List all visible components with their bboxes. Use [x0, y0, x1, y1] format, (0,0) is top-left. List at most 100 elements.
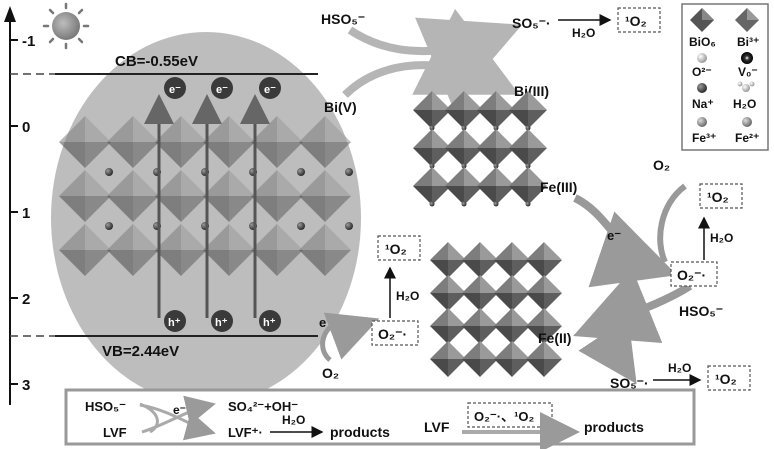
octahedron-facet [462, 326, 480, 344]
octahedron-facet [512, 242, 530, 260]
octahedron-facet [107, 224, 133, 250]
octahedron-facet [494, 242, 512, 260]
excitation-arrows [144, 94, 270, 318]
octahedron-facet [181, 196, 207, 222]
electron-label: e⁻ [169, 84, 181, 96]
octahedron-facet [509, 186, 528, 205]
octahedron-facet [477, 186, 496, 205]
hole-ball [259, 310, 281, 332]
octahedron-facet [509, 167, 528, 186]
octahedron-facet [464, 186, 483, 205]
octahedron-facet [430, 293, 448, 311]
electron-ball [164, 77, 186, 99]
octahedron-facet [133, 250, 159, 276]
octahedron-facet [155, 224, 181, 250]
o2-to-superoxide-arrow [657, 183, 687, 264]
octahedron-facet [509, 129, 528, 148]
octahedron-facet [480, 308, 498, 326]
octahedron-facet [85, 116, 111, 142]
octahedron-facet [325, 250, 351, 276]
electron-label: e⁻ [216, 84, 228, 96]
octahedron-facet [432, 129, 451, 148]
legend-box [681, 3, 769, 151]
o2-to-superoxide-left-arrow [323, 312, 380, 360]
bottom-ros-label: O₂⁻·、¹O₂ [474, 409, 535, 424]
octahedron-facet [277, 170, 303, 196]
bottom-lvf2-label: LVF [424, 419, 450, 435]
octahedron-facet [155, 170, 181, 196]
octahedron-facet [277, 196, 303, 222]
singlet-o2-bottom-label: ¹O₂ [715, 371, 737, 387]
octahedron-facet [512, 326, 530, 344]
octahedron-facet [464, 91, 483, 110]
octahedron-facet [277, 116, 303, 142]
octahedron-facet [477, 167, 496, 186]
bio6-octahedron-facet-icon [702, 8, 714, 20]
bottom-products-label: products [330, 424, 390, 440]
bottom-so4-oh-label: SO₄²⁻+OH⁻ [228, 399, 298, 414]
singlet-o2-left-label: ¹O₂ [385, 241, 407, 257]
bottom-reaction-panel: HSO₅⁻ LVF e⁻ SO₄²⁻+OH⁻ LVF⁺· H₂O product… [64, 388, 696, 449]
h2o-bottom-label: H₂O [668, 361, 691, 375]
octahedron-facet [464, 129, 483, 148]
particle-lattice [59, 116, 353, 276]
oxygen-ion-icon [697, 53, 707, 63]
octahedron-facet [432, 186, 451, 205]
so5-radical-bottom-label: SO₅⁻· [610, 375, 649, 391]
octahedron-facet [544, 359, 562, 377]
octahedron-facet [544, 260, 562, 278]
octahedron-facet [445, 110, 464, 129]
hole-label: h⁺ [215, 317, 228, 329]
octahedron-facet [430, 260, 448, 278]
electrons: e⁻ e⁻ e⁻ [164, 77, 281, 99]
hole-ball [164, 310, 186, 332]
hso5-right-label: HSO₅⁻ [679, 303, 723, 319]
legend-label: BiO₆ [689, 35, 716, 49]
octahedron-facet [432, 91, 451, 110]
o2-right-label: O₂ [653, 157, 670, 173]
singlet-o2-box-right [699, 183, 743, 209]
hso5-to-fe-ii-arrow [573, 268, 693, 344]
legend-label: Na⁺ [692, 97, 714, 111]
octahedron-facet [544, 341, 562, 359]
octahedron-facet [512, 341, 530, 359]
octahedron-facet [430, 308, 448, 326]
octahedron-facet [496, 129, 515, 148]
octahedron-facet [85, 250, 111, 276]
octahedron-facet [496, 186, 515, 205]
octahedron-facet [413, 186, 432, 205]
octahedron-facet [59, 224, 85, 250]
hso5-to-so5-arrow [347, 17, 523, 107]
octahedron-facet [494, 326, 512, 344]
bottom-hso5-label: HSO₅⁻ [85, 399, 126, 414]
octahedron-facet [59, 170, 85, 196]
octahedron-facet [494, 359, 512, 377]
octahedron-facet [448, 341, 466, 359]
octahedron-facet [107, 142, 133, 168]
fe2-ion-icon [742, 117, 752, 127]
atom [525, 125, 531, 131]
octahedron-facet [229, 250, 255, 276]
electron-ball [211, 77, 233, 99]
bottom-lvf-radical-label: LVF⁺· [228, 425, 263, 440]
oxygen-vacancy-icon [697, 83, 707, 93]
octahedron-facet [85, 170, 111, 196]
bi-iii-label: Bi(III) [514, 83, 549, 99]
octahedron-facet [512, 293, 530, 311]
legend: BiO₆ Bi³⁺ O²⁻ V₀⁻ Na⁺ H₂O Fe³⁺ Fe²⁺ [681, 3, 769, 151]
axis-tick-label: 1 [22, 205, 30, 222]
bottom-electron-label: e⁻ [173, 403, 186, 417]
octahedron-facet [509, 148, 528, 167]
octahedron-facet [430, 326, 448, 344]
h2o-right-label: H₂O [710, 231, 733, 245]
bottom-lvf-label: LVF [103, 425, 127, 440]
atom [461, 201, 467, 207]
legend-label: Fe³⁺ [692, 131, 716, 145]
octahedron-facet [544, 308, 562, 326]
octahedron-facet [448, 260, 466, 278]
superoxide-box-left [371, 320, 419, 346]
octahedron-facet [181, 142, 207, 168]
octahedron-facet [445, 129, 464, 148]
atom [525, 201, 531, 207]
